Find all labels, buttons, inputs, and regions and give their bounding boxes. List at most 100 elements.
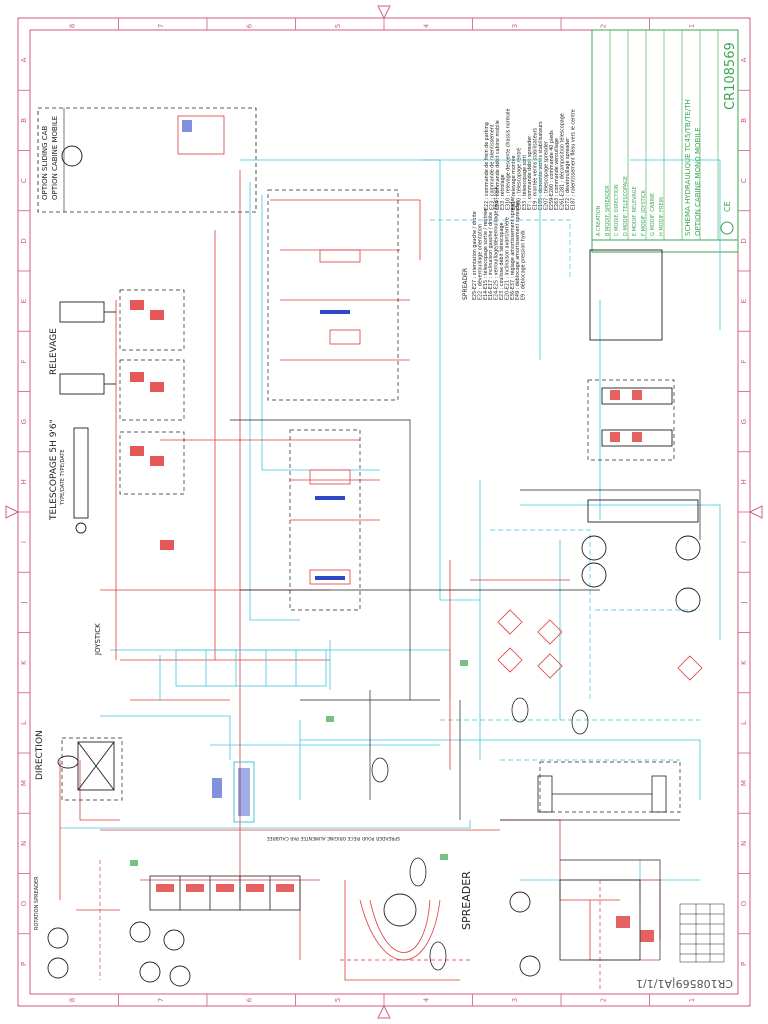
revision-row: C MODIF. DIRECTION [614, 184, 620, 236]
column-label: 5 [334, 24, 342, 28]
spreader-lines-label: SPREADER POUR PIECE ORIGINE ALIMENTEE PA… [267, 835, 400, 841]
spreader-code-line: E300 : télescopage rentré [515, 148, 522, 210]
row-label: E [740, 299, 748, 303]
row-label: B [740, 118, 748, 123]
row-label: L [740, 721, 748, 725]
spreader-code-line: E263 : commande vérouillage [553, 138, 560, 210]
spreader-code-line: E272 : dévérouillage spreader [564, 138, 571, 210]
footer-drawing-ref: CR108569|A1/1/1 [636, 977, 733, 990]
row-label: L [20, 721, 28, 725]
row-label: M [740, 780, 748, 786]
column-label: 8 [68, 24, 76, 28]
row-label: O [740, 900, 748, 906]
row-label: E [20, 299, 28, 303]
row-label: P [740, 962, 748, 966]
column-label: 7 [157, 24, 165, 28]
column-label: 1 [688, 24, 696, 28]
spreader-legend-line: E49 : déblocage amortissement spreader [514, 201, 521, 300]
row-label: H [740, 479, 748, 484]
row-label: I [20, 541, 28, 543]
column-label: 4 [422, 23, 430, 28]
revision-row: G MODIF. CABINE [650, 193, 656, 236]
row-label: M [20, 780, 28, 786]
spreader-code-line: E33 : télescopage sorti [521, 155, 528, 210]
spreader-code-line: E207 : télescopage spreader [542, 141, 549, 210]
row-label: J [740, 601, 748, 604]
spreader-code-line: E19 : montée verins stabilisateurs [532, 127, 539, 210]
spreader-code-line: E7 : commande débit spreader [526, 136, 533, 210]
spreader-code-line: E195 : descente verins stabilisateurs [538, 121, 544, 210]
hydraulic-linework [59, 159, 721, 990]
direction-label: DIRECTION [35, 730, 45, 780]
telescopage-sublabel: TYPE/DATE TYPE/DATE [60, 449, 66, 506]
spreader-legend-line: E36-E37 : réglage amortissement spreader [509, 197, 516, 300]
spreader-code-line: E22 : commande de frein de parking [484, 122, 490, 210]
rotation-spreader-label: ROTATION SPREADER [34, 876, 40, 930]
row-label: K [740, 660, 748, 665]
spreader-code-line: E187 : ralentissement fléau vers le cent… [569, 109, 576, 210]
row-label: D [20, 238, 28, 243]
row-label: H [20, 479, 28, 484]
row-label: I [740, 541, 748, 543]
revision-row: D MODIF. TELESCOPAGE [623, 176, 629, 236]
column-label: 3 [511, 24, 519, 28]
spreader-legend-line: E24-E25 : verrouillage/déverrouillage tw… [493, 186, 500, 300]
relevage-label: RELEVAGE [49, 328, 59, 375]
spreader-legend-line: E14-E15 : télescopage sortie / rentrée [482, 209, 489, 300]
revision-row: B MODIF. SPREADER [605, 185, 611, 236]
row-label: G [740, 419, 748, 424]
component-blocks [47, 249, 725, 987]
column-label: 2 [599, 24, 607, 28]
spreader-legend-line: E25-E27 : orientation gauche / droite [472, 211, 478, 300]
revision-row: E MODIF. RELEVAGE [632, 186, 638, 236]
spreader-code-line: E261-E281 : décomposition télescopage [559, 113, 566, 210]
section-labels: RELEVAGE TELESCOPAGE 5H 9'6" TYPE/DATE T… [34, 328, 733, 990]
spreader-code-line: E33 : rétrolage [499, 174, 506, 210]
telescopage-label: TELESCOPAGE 5H 9'6" [49, 419, 59, 521]
drawing-title-line1: SCHEMA HYDRAULIQUE TC45/TB/TE/TH [684, 99, 692, 236]
company-logo: CE [720, 201, 734, 235]
column-label: 5 [334, 998, 342, 1002]
row-label: J [20, 601, 28, 604]
row-label: B [20, 118, 28, 123]
row-label: P [20, 962, 28, 966]
row-label: C [740, 178, 748, 183]
joystick-label: JOYSTICK [94, 623, 102, 656]
row-label: N [20, 841, 28, 846]
company-logo-text: CE [723, 201, 732, 212]
revision-row: F MODIF. JOYSTICK [641, 189, 647, 236]
column-label: 2 [599, 998, 607, 1002]
spreader-legend-line: E16-E17 : inclinaison gauche / droite [488, 212, 494, 300]
spreader-code-line: E23 : commande de ralentissement [489, 124, 495, 210]
revision-row: A CREATION [596, 205, 602, 236]
row-label: D [740, 238, 748, 243]
row-label: C [20, 178, 28, 183]
spreader-code-line: E310 : relevage descente chassis normale [506, 108, 512, 210]
row-label: G [20, 419, 28, 424]
row-label: N [740, 841, 748, 846]
row-label: F [740, 359, 748, 363]
column-label: 3 [511, 998, 519, 1002]
drawing-number: CR108569 [723, 42, 738, 110]
column-label: 4 [422, 997, 430, 1002]
column-label: 1 [688, 998, 696, 1002]
column-label: 6 [245, 23, 253, 28]
spreader-legend-line: E23 : coulisse débit télescopage [498, 222, 505, 300]
column-label: 8 [68, 998, 76, 1002]
option-cab-box: OPTION SLIDING CAB OPTION CABINE MOBILE [37, 107, 257, 213]
option-cab-label-1: OPTION SLIDING CAB [41, 126, 49, 200]
row-label: F [20, 359, 28, 363]
spreader-bottom-label: SPREADER [460, 871, 473, 930]
spreader-legend-line: E20-E21 : inclinaison avant/arrière [503, 217, 510, 300]
row-label: A [20, 58, 28, 63]
column-label: 7 [157, 998, 165, 1002]
spreader-legend-line: E9 : déblocage pression hydr. [520, 229, 527, 300]
revision-row: H MODIF. FREIN [659, 197, 665, 236]
row-label: O [20, 900, 28, 906]
row-label: K [20, 660, 28, 665]
column-label: 6 [245, 997, 253, 1002]
spreader-code-line: E24 : commande débit cabine mobile [494, 120, 501, 210]
